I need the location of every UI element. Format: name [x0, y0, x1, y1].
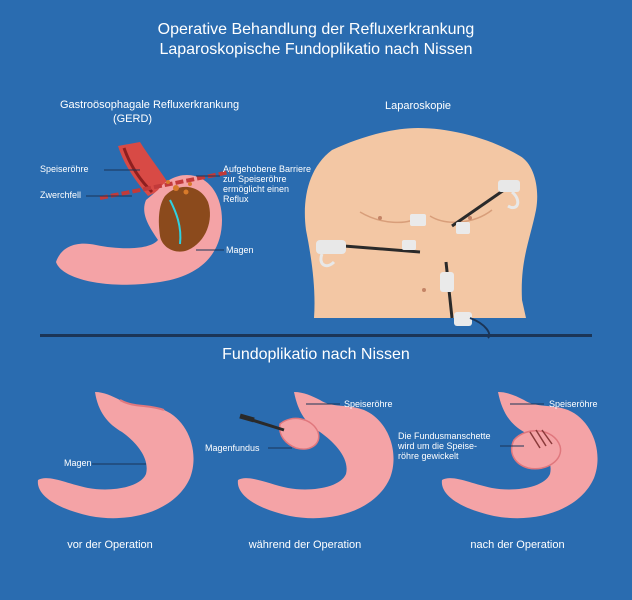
- gerd-heading-line-2: (GERD): [112, 113, 153, 125]
- label-wrap-line-3: röhre gewickelt: [398, 451, 459, 461]
- label-diaphragm: Zwerchfell: [40, 190, 82, 200]
- laparoscopy-heading: Laparoskopie: [385, 100, 452, 112]
- gerd-stomach-illustration: [56, 142, 231, 285]
- label-stomach-gerd: Magen: [226, 245, 254, 255]
- label-esophagus-during: Speiseröhre: [344, 399, 393, 409]
- label-esophagus-gerd: Speiseröhre: [40, 164, 89, 174]
- title-line-2: Laparoskopische Fundoplikatio nach Nisse…: [159, 41, 473, 58]
- stomach-before-illustration: [37, 392, 194, 519]
- label-barrier-line-3: ermöglicht einen: [223, 184, 290, 194]
- label-wrap-line-1: Die Fundusmanschette: [398, 431, 491, 441]
- caption-during: während der Operation: [248, 539, 362, 551]
- stomach-during-illustration: [237, 392, 394, 519]
- label-barrier-line-2: zur Speiseröhre: [223, 174, 287, 184]
- title-line-1: Operative Behandlung der Refluxerkrankun…: [157, 21, 475, 38]
- label-stomach-before: Magen: [64, 458, 92, 468]
- stomach-after-illustration: [441, 392, 598, 519]
- label-esophagus-after: Speiseröhre: [549, 399, 598, 409]
- fundoplication-heading: Fundoplikatio nach Nissen: [222, 346, 410, 363]
- laparoscopic-instruments: [316, 180, 520, 339]
- section-divider: [40, 334, 592, 337]
- label-barrier-line-1: Aufgehobene Barriere: [223, 164, 312, 174]
- label-barrier-line-4: Reflux: [223, 194, 249, 204]
- label-fundus: Magenfundus: [205, 443, 260, 453]
- caption-after: nach der Operation: [470, 539, 565, 551]
- label-wrap-line-2: wird um die Speise-: [398, 441, 478, 451]
- gerd-heading-line-1: Gastroösophagale Refluxerkrankung: [60, 99, 240, 111]
- caption-before: vor der Operation: [67, 539, 153, 551]
